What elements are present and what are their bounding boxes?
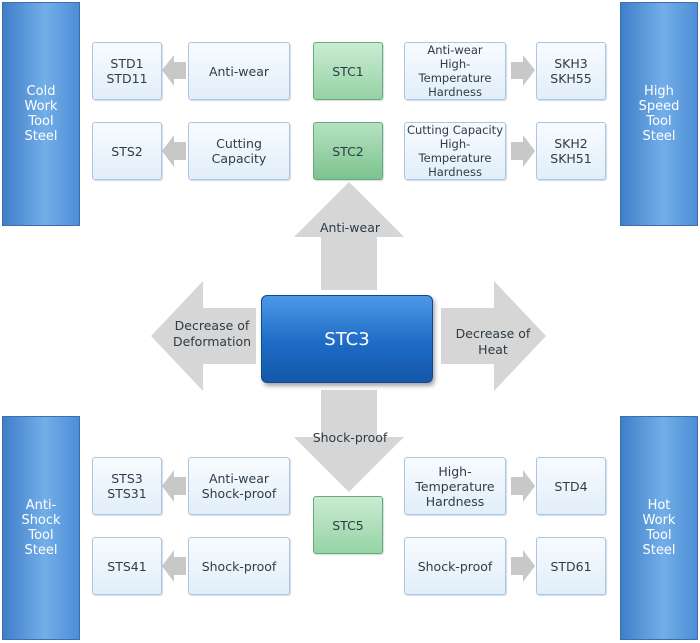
grade-box: STD61	[536, 537, 606, 595]
grade-box-stc1: STC1	[313, 42, 383, 100]
direction-label-right: Decrease of Heat	[455, 326, 531, 357]
grade-box: STS3 STS31	[92, 457, 162, 515]
property-box: Anti-wear Shock-proof	[188, 457, 290, 515]
property-box: Cutting Capacity High-Temperature Hardne…	[404, 122, 506, 180]
category-cold-work-tool-steel: Cold Work Tool Steel	[2, 2, 80, 226]
category-high-speed-tool-steel: High Speed Tool Steel	[620, 2, 698, 226]
small-arrow-right-icon	[511, 55, 535, 86]
grade-box-stc2: STC2	[313, 122, 383, 180]
small-arrow-right-icon	[511, 470, 535, 502]
category-anti-shock-tool-steel: Anti- Shock Tool Steel	[2, 416, 80, 640]
grade-box: SKH3 SKH55	[536, 42, 606, 100]
category-hot-work-tool-steel: Hot Work Tool Steel	[620, 416, 698, 640]
arrow-up-icon	[294, 182, 404, 290]
grade-box: STD1 STD11	[92, 42, 162, 100]
arrow-right-icon	[441, 281, 546, 391]
small-arrow-left-icon	[162, 135, 186, 167]
small-arrow-left-icon	[162, 55, 186, 86]
arrow-left-icon	[151, 281, 256, 391]
property-box: Anti-wear	[188, 42, 290, 100]
grade-box: SKH2 SKH51	[536, 122, 606, 180]
property-box: Shock-proof	[188, 537, 290, 595]
grade-box: STS41	[92, 537, 162, 595]
direction-label-left: Decrease of Deformation	[172, 318, 252, 349]
small-arrow-right-icon	[511, 550, 535, 582]
property-box: High- Temperature Hardness	[404, 457, 506, 515]
arrow-down-icon	[294, 390, 404, 492]
direction-label-up: Anti-wear	[319, 220, 381, 235]
center-grade-stc3: STC3	[261, 295, 433, 383]
property-box: Anti-wear High-Temperature Hardness	[404, 42, 506, 100]
direction-label-down: Shock-proof	[312, 430, 388, 445]
property-box: Cutting Capacity	[188, 122, 290, 180]
grade-box-stc5: STC5	[313, 496, 383, 554]
grade-box: STS2	[92, 122, 162, 180]
property-box: Shock-proof	[404, 537, 506, 595]
small-arrow-left-icon	[162, 550, 186, 582]
small-arrow-right-icon	[511, 135, 535, 167]
grade-box: STD4	[536, 457, 606, 515]
small-arrow-left-icon	[162, 470, 186, 502]
